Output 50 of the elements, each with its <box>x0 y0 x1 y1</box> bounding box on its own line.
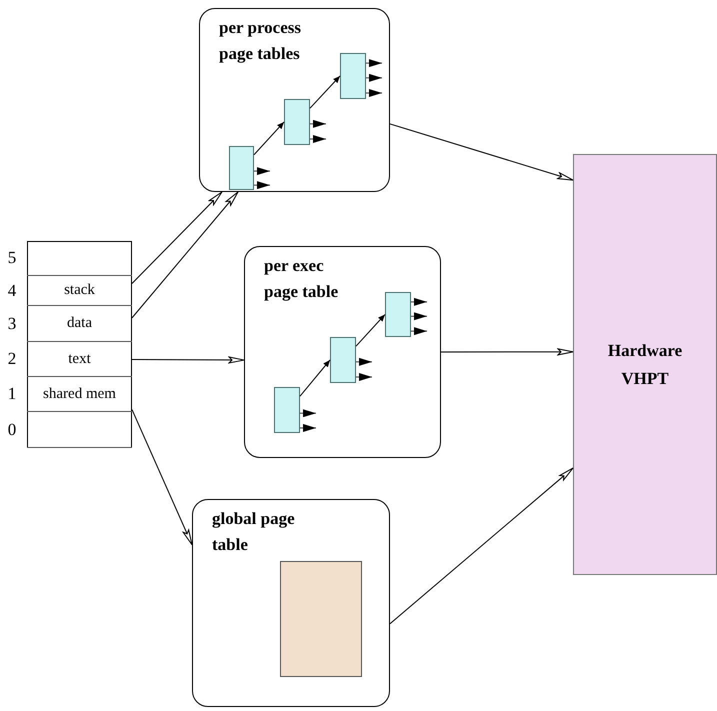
arrow <box>132 192 222 284</box>
segment-number: 3 <box>6 312 18 335</box>
arrow <box>132 192 238 318</box>
segment-label: data <box>67 314 92 334</box>
segment-number: 2 <box>6 348 18 370</box>
page-table-region <box>280 561 362 677</box>
pointer-arrow <box>410 327 428 336</box>
pointer-arrow <box>366 59 382 68</box>
arrow <box>300 360 330 397</box>
segment-number: 1 <box>6 383 18 406</box>
segment-number: 0 <box>6 418 18 441</box>
page-table-block <box>330 337 356 383</box>
pointer-arrow <box>366 89 382 98</box>
segment-number: 5 <box>6 247 18 270</box>
arrow <box>132 409 192 546</box>
pointer-arrow <box>410 298 428 306</box>
arrow <box>356 314 386 347</box>
pointer-arrow <box>410 312 428 320</box>
pointer-arrow <box>366 74 382 82</box>
panel-heading: per process page tables <box>219 17 302 65</box>
pointer-arrow <box>254 181 270 190</box>
arrow <box>390 123 574 181</box>
panel-heading: per exec page table <box>264 255 340 303</box>
hardware-label: Hardware VHPT <box>606 340 684 390</box>
pointer-arrow <box>356 373 372 382</box>
pointer-arrow <box>310 135 326 144</box>
pointer-arrow <box>300 424 316 432</box>
page-table-block <box>284 99 310 145</box>
segment-label: shared mem <box>43 384 116 404</box>
page-table-block <box>274 387 300 433</box>
segment-label: text <box>68 350 91 369</box>
pointer-arrow <box>356 358 372 366</box>
segment-label: stack <box>64 281 95 300</box>
pointer-arrow <box>254 167 270 176</box>
page-table-panel <box>199 8 390 192</box>
page-table-panel <box>244 246 441 458</box>
arrow <box>390 468 574 624</box>
page-table-block <box>229 146 254 190</box>
page-table-block <box>340 53 366 99</box>
hardware-vhpt-box <box>573 154 717 575</box>
segment-number: 4 <box>6 280 18 302</box>
page-table-panel <box>192 499 390 707</box>
arrow <box>440 348 574 356</box>
arrow <box>132 356 244 364</box>
arrow <box>254 122 284 156</box>
arrow <box>310 76 340 109</box>
pointer-arrow <box>310 120 326 128</box>
panel-heading: global page table <box>212 508 296 556</box>
page-table-block <box>385 292 411 337</box>
pointer-arrow <box>300 409 316 418</box>
